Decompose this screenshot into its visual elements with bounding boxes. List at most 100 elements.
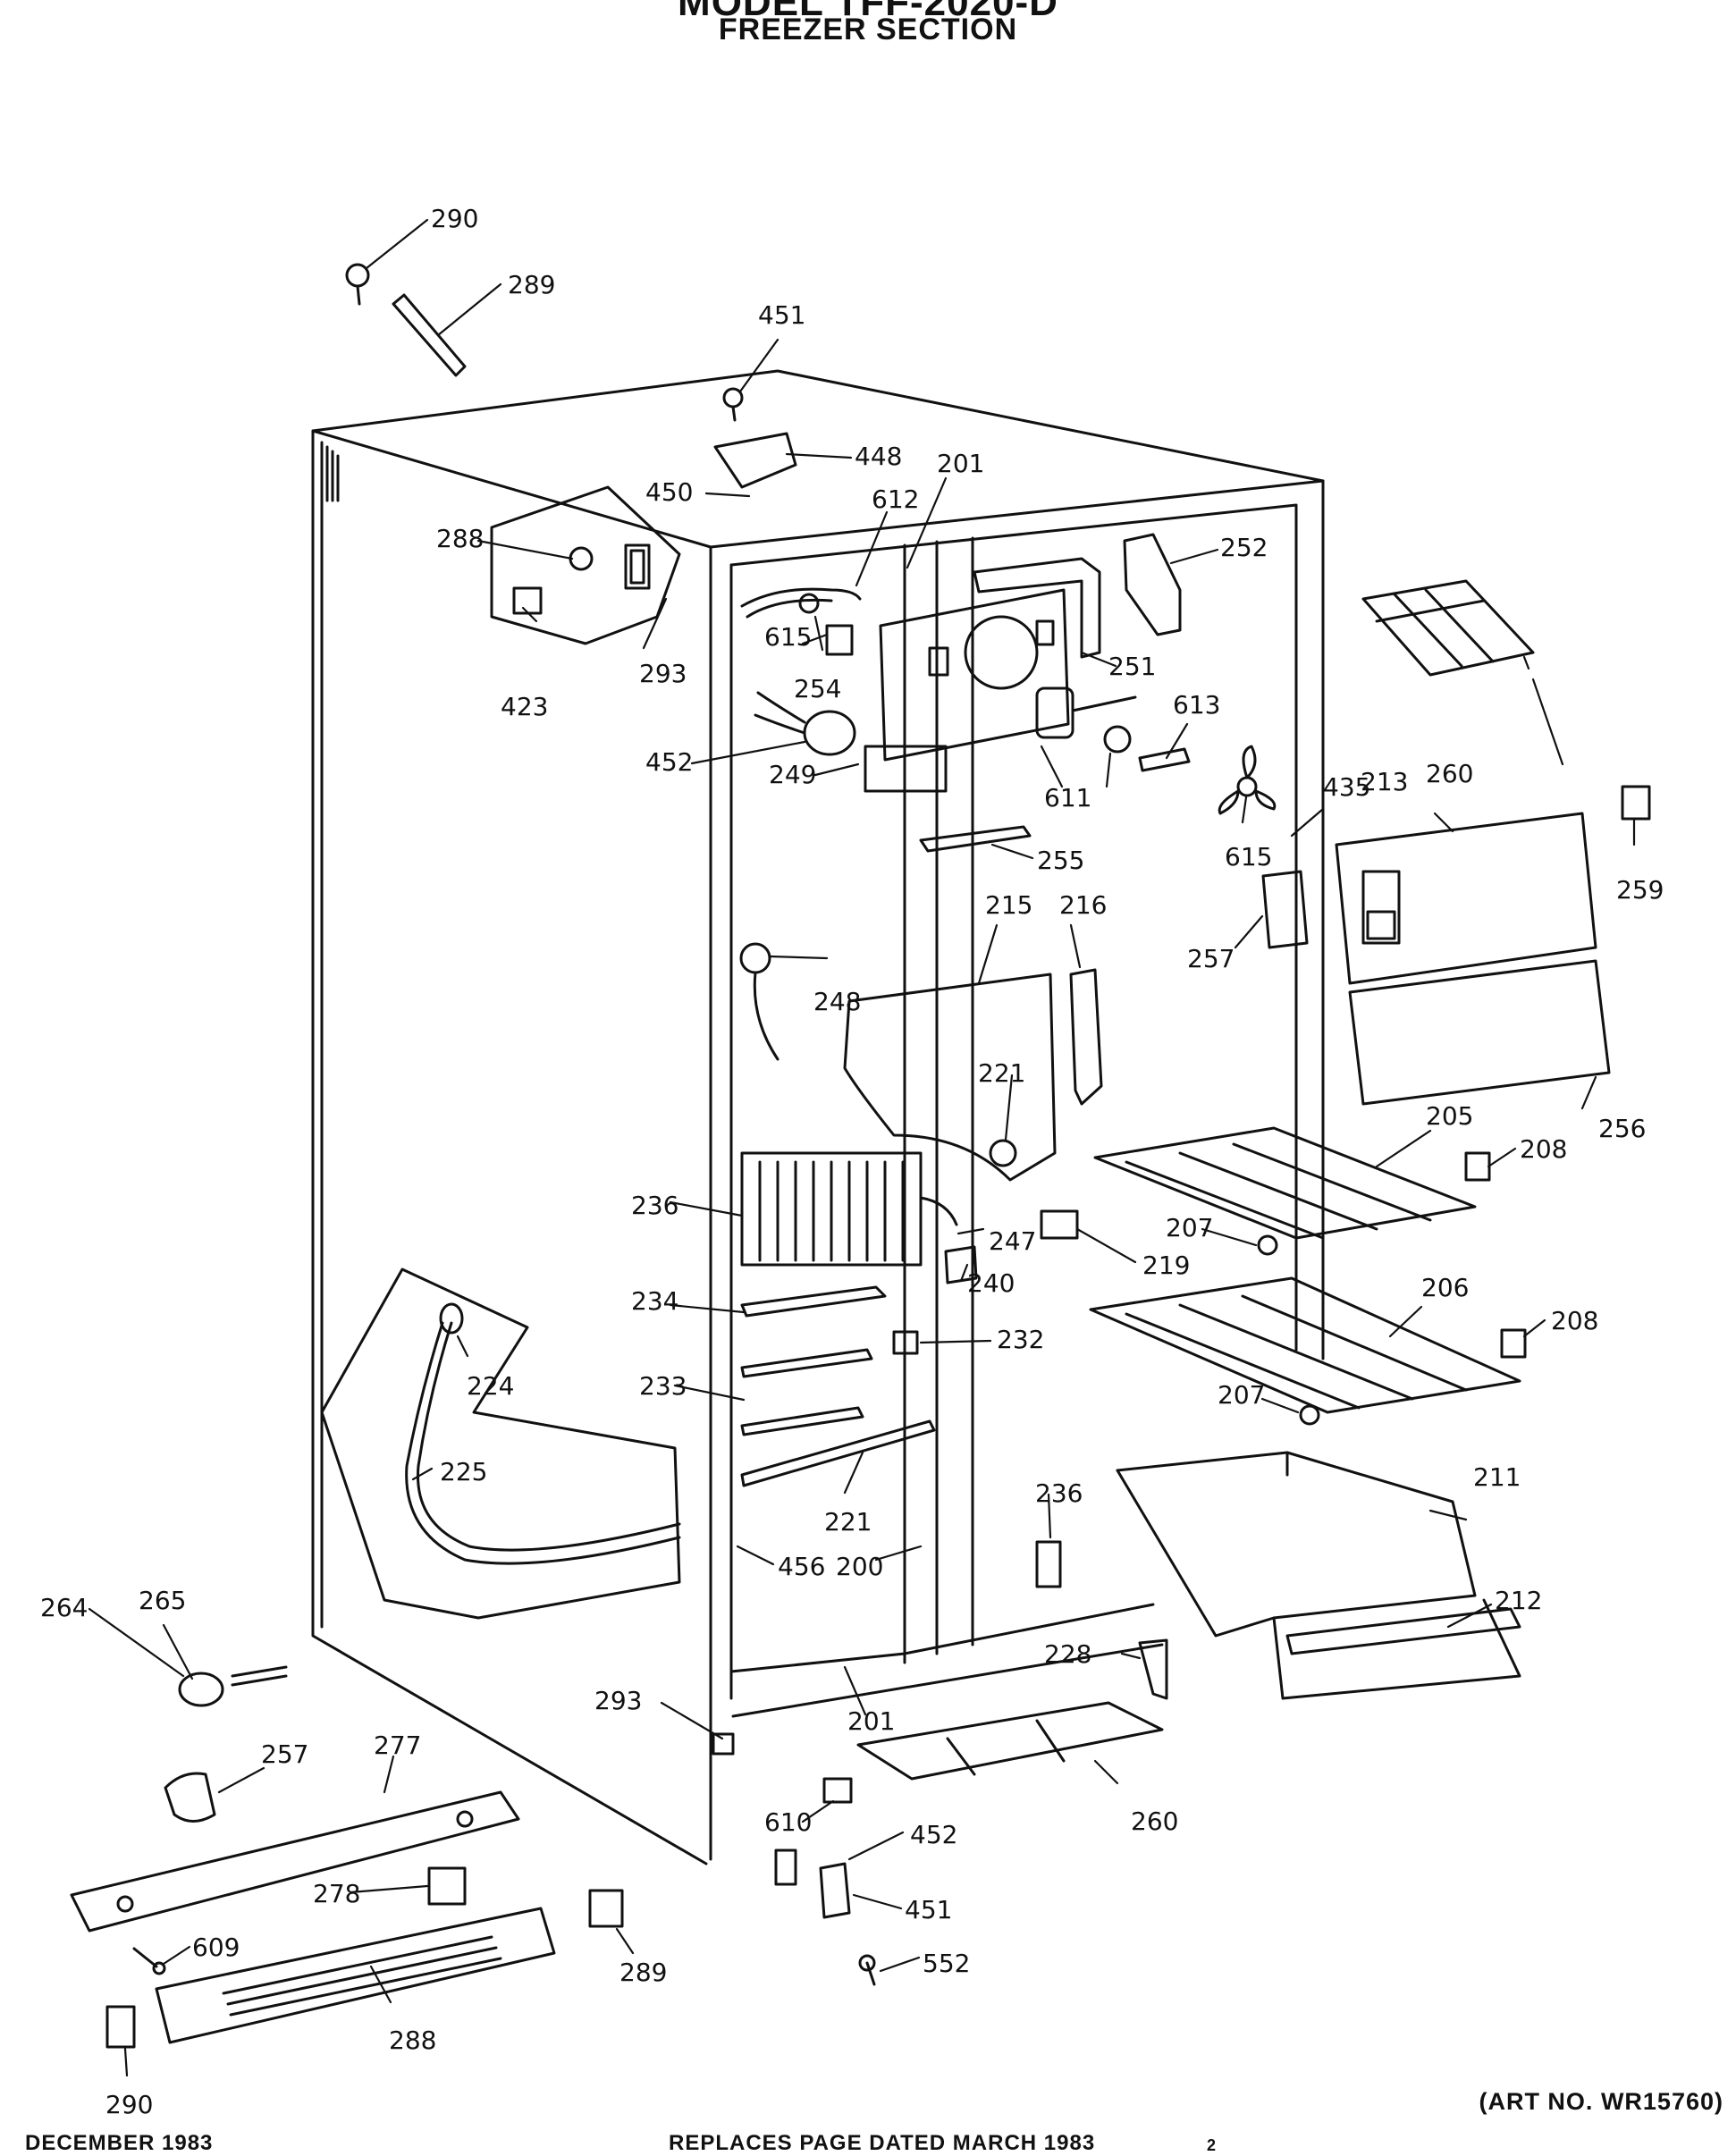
part-label-230: 232: [997, 1325, 1044, 1354]
thermostat-240: [739, 942, 780, 1061]
part-label-219: 219: [1142, 1251, 1190, 1280]
part-label-423b: 435: [1323, 772, 1370, 802]
part-label-220: 221: [978, 1058, 1025, 1088]
part-label-225: 225: [440, 1457, 487, 1486]
part-label-264: 264: [40, 1593, 88, 1622]
part-label-248: 251: [1108, 652, 1156, 681]
hinge-235: [1138, 1638, 1168, 1700]
part-label-269: 289: [508, 270, 555, 299]
part-label-289: 289: [619, 1958, 667, 1987]
part-label-216: 216: [1059, 890, 1107, 920]
top-loose-parts: [345, 263, 797, 615]
part-label-613: 615: [1225, 842, 1272, 872]
part-label-451: 451: [905, 1895, 952, 1924]
part-label-247: 249: [769, 760, 816, 789]
part-label-221: 221: [824, 1507, 872, 1537]
part-label-609: 610: [764, 1807, 812, 1837]
channel-216: [1069, 968, 1103, 1106]
defrost-parts: [740, 1209, 1079, 1487]
part-label-235: 228: [1044, 1639, 1091, 1669]
part-label-611: 612: [872, 484, 919, 514]
part-label-206: 206: [1421, 1273, 1469, 1302]
base-rail-277: [70, 1790, 520, 1933]
part-label-212: 212: [1495, 1586, 1542, 1615]
part-label-278: 278: [313, 1879, 360, 1908]
basket-211: [1116, 1451, 1521, 1700]
part-label-200: 200: [836, 1552, 883, 1581]
shelf-front-254: [1348, 959, 1611, 1106]
part-labels: 290 289 451 448 201 450 612 288 252 213 …: [40, 204, 1664, 2119]
part-label-256: 259: [1616, 875, 1664, 905]
footer-page: 2: [1207, 2136, 1217, 2154]
part-label-252: 255: [1037, 846, 1084, 875]
part-label-224: 224: [467, 1371, 514, 1401]
part-label-211: 211: [1473, 1462, 1521, 1492]
duct-248: [973, 557, 1101, 659]
part-label-277: 277: [374, 1731, 421, 1760]
part-label-290: 290: [105, 2090, 153, 2119]
part-label-207b: 207: [1218, 1380, 1265, 1410]
art-number: (ART NO. WR15760): [1479, 2088, 1723, 2115]
part-label-275: 293: [639, 659, 687, 688]
fan-shroud-panel: [864, 588, 1070, 793]
hinge-236: [1035, 1540, 1062, 1588]
bracket-249: [1123, 533, 1182, 636]
panel-259: [1335, 812, 1597, 985]
part-label-208b: 208: [1551, 1306, 1598, 1335]
part-label-610: 611: [1044, 783, 1091, 813]
part-label-207a: 207: [1166, 1213, 1213, 1242]
evaporator-cover-215: [843, 973, 1057, 1182]
part-label-254: 256: [1598, 1114, 1646, 1143]
cabinet-body: [311, 369, 1325, 1865]
part-label-255: 257: [1187, 944, 1235, 973]
hardware-bottom: [712, 1732, 876, 1986]
part-label-234: 247: [989, 1226, 1036, 1256]
part-label-231: 233: [639, 1371, 687, 1401]
part-label-448: 448: [855, 442, 902, 471]
footer-date: DECEMBER 1983: [25, 2131, 214, 2155]
part-label-251: 254: [794, 674, 841, 703]
part-label-564: 609: [192, 1933, 240, 1962]
part-label-260: 260: [1131, 1806, 1178, 1836]
cover-252: [919, 825, 1032, 853]
fan-blade-613: [1218, 745, 1277, 815]
clip-612: [1138, 747, 1191, 772]
drain-pan-260: [856, 1701, 1164, 1781]
part-label-452: 452: [910, 1820, 957, 1849]
part-label-276: 423: [501, 692, 548, 721]
part-label-268: 288: [436, 524, 484, 553]
part-label-265: 265: [139, 1586, 186, 1615]
fan-motor: [1035, 686, 1137, 754]
screw-564: [132, 1947, 166, 1975]
part-label-249: 252: [1220, 533, 1268, 562]
part-label-612: 613: [1173, 690, 1220, 720]
model-title: MODEL TFF-2020-D: [678, 0, 1058, 24]
grille-288: [155, 1907, 556, 2044]
part-label-201a: 201: [937, 449, 984, 478]
part-label-552: 552: [923, 1949, 970, 1978]
terminal-251: [825, 624, 854, 656]
part-label-257: 257: [261, 1739, 308, 1769]
part-label-259: 260: [1426, 759, 1473, 788]
evaporator-228: [740, 1151, 958, 1267]
part-label-615a: 615: [764, 622, 812, 652]
clips-289-290: [105, 1889, 624, 2049]
part-label-208a: 208: [1520, 1134, 1567, 1164]
roller-278: [427, 1866, 467, 1906]
part-label-228: 236: [631, 1191, 678, 1220]
part-label-450: 450: [645, 477, 693, 507]
drain-tube-inset: [320, 1267, 681, 1620]
part-label-232: 234: [631, 1286, 678, 1316]
ice-tray-213: [1361, 579, 1535, 677]
heater-611: [740, 587, 862, 619]
part-label-270: 290: [431, 204, 478, 233]
part-label-435: 452: [645, 747, 693, 777]
part-label-293: 293: [594, 1686, 642, 1715]
shelf-205: [1093, 1126, 1477, 1240]
part-label-233: 240: [967, 1268, 1015, 1298]
part-label-215: 215: [985, 890, 1032, 920]
part-label-213: 213: [1361, 767, 1408, 796]
leveler-parts: [164, 1665, 288, 1823]
